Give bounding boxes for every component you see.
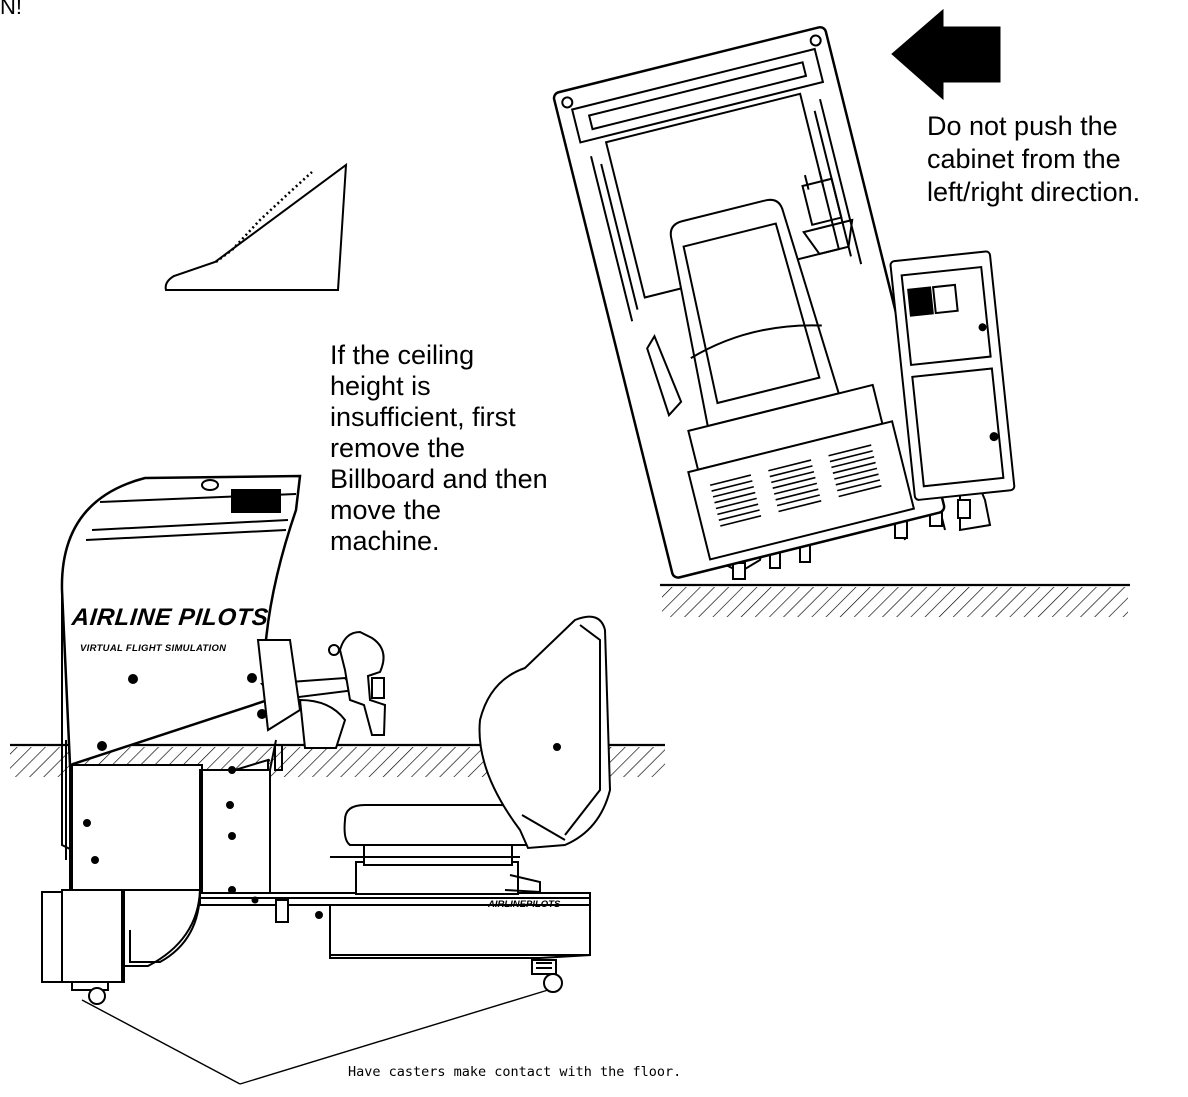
push-direction-arrow [891,8,1001,101]
push-warning-line: cabinet from the [927,144,1121,174]
tilted-cabinet [552,25,1130,617]
ceiling-warning-caption: If the ceiling height is insufficient, f… [330,340,610,557]
ceiling-warning-line: height is [330,371,431,401]
base-brand-label: AIRLINEPILOTS [488,899,561,910]
seat-backrest [478,615,612,850]
push-warning-line: Do not push the [927,111,1118,141]
ceiling-warning-line: remove the [330,433,466,463]
side-view-machine [10,162,665,1005]
seat-cushion [343,804,529,846]
push-warning-caption: Do not push the cabinet from the left/ri… [927,110,1187,209]
ceiling-warning-line: Billboard and then [330,464,548,494]
push-warning-line: left/right direction. [927,177,1141,207]
front-caster [88,987,106,1005]
billboard [164,162,348,291]
ceiling-warning-line: insufficient, first [330,402,516,432]
ceiling-warning-line: machine. [330,526,440,556]
caster-note-caption: Have casters make contact with the floor… [348,1064,682,1080]
cabinet-hood [60,474,302,767]
floor-hatch-right [662,587,1128,617]
caster-pointers [81,989,549,1085]
seat-back [669,198,841,428]
corner-fragment-text: N! [0,0,22,19]
ceiling-warning-line: move the [330,495,442,525]
cabinet-title-label: AIRLINE PILOTS [70,604,270,631]
rear-caster [543,973,563,993]
ceiling-warning-line: If the ceiling [330,340,475,370]
cabinet-subtitle-label: VIRTUAL FLIGHT SIMULATION [80,643,227,654]
coin-door [889,250,1016,501]
